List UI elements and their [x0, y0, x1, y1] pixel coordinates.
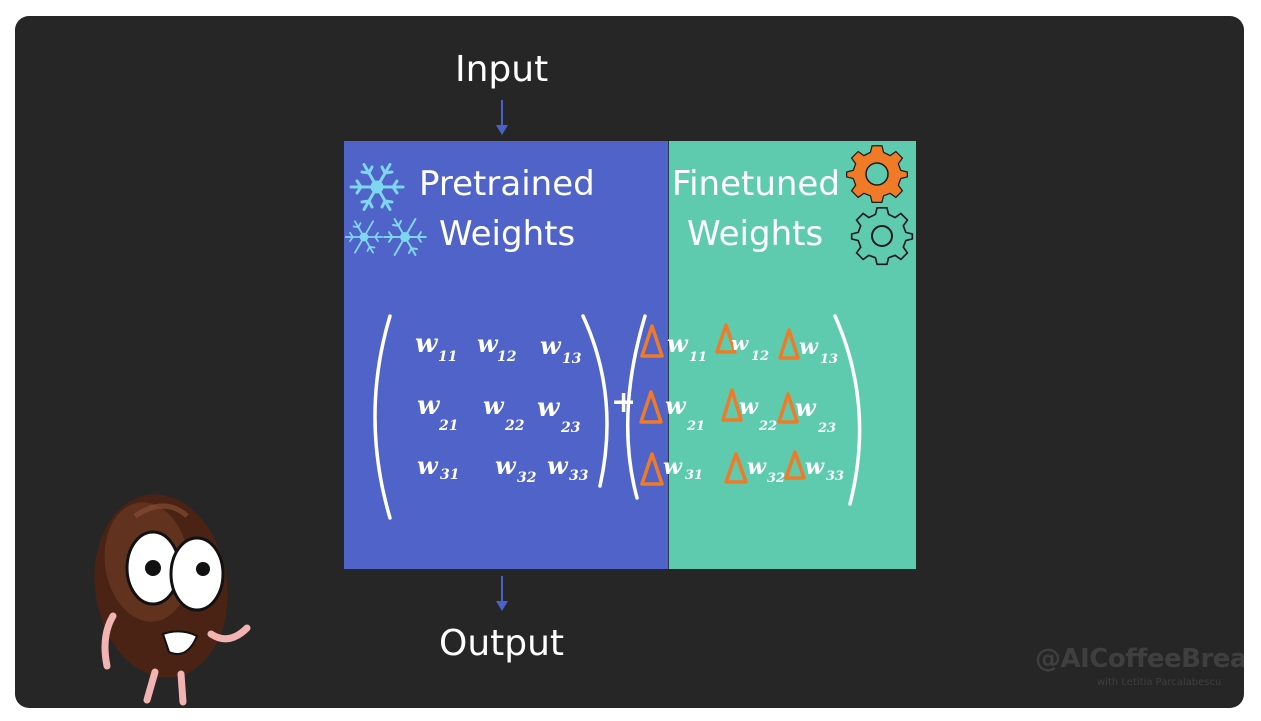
matrix-left-bracket [373, 314, 392, 520]
output-arrow [496, 576, 508, 611]
svg-text:12: 12 [497, 349, 517, 365]
svg-text:23: 23 [817, 421, 836, 436]
svg-text:23: 23 [560, 420, 581, 436]
plus-sign: + [611, 385, 636, 420]
input-arrow [496, 100, 508, 135]
input-label: Input [455, 49, 549, 90]
coffee-bean-mascot [94, 494, 251, 706]
svg-text:21: 21 [438, 418, 458, 434]
snowflake-icon [349, 163, 405, 211]
svg-text:w: w [540, 331, 562, 360]
delta-icon [784, 450, 806, 480]
pretrained-weights-panel [344, 141, 668, 569]
svg-text:w: w [667, 329, 689, 358]
svg-text:w: w [665, 391, 687, 420]
matrix-entry-w23: w23 [537, 393, 581, 436]
delta-entry-w21: w21 [665, 391, 705, 434]
svg-text:33: 33 [569, 468, 589, 484]
svg-text:22: 22 [758, 419, 777, 434]
matrix-entry-w22: w22 [483, 391, 525, 434]
svg-text:32: 32 [767, 471, 785, 486]
finetuned-title-line2: Weights [687, 214, 824, 254]
svg-text:11: 11 [438, 349, 457, 365]
delta-icon [777, 392, 799, 424]
svg-text:32: 32 [517, 470, 537, 486]
gear-icon [846, 145, 908, 203]
svg-text:w: w [739, 394, 759, 420]
delta-entry-w22: w22 [739, 394, 777, 434]
snowflake-icon [383, 217, 427, 257]
svg-text:w: w [537, 393, 561, 423]
finetuned-weights-panel [669, 141, 916, 569]
svg-text:13: 13 [562, 351, 582, 367]
svg-text:w: w [477, 329, 499, 358]
delta-icon [640, 324, 664, 358]
svg-text:w: w [747, 454, 767, 480]
svg-text:12: 12 [751, 349, 769, 364]
panel-divider [668, 141, 669, 569]
svg-text:22: 22 [504, 418, 525, 434]
svg-text:11: 11 [689, 350, 707, 365]
svg-text:31: 31 [440, 467, 459, 483]
finetuned-title-line1: Finetuned [672, 164, 840, 204]
svg-text:w: w [799, 334, 819, 360]
channel-watermark: @AICoffeeBreak [1035, 644, 1244, 674]
delta-icon [724, 452, 748, 484]
delta-icon [721, 388, 743, 422]
svg-text:w: w [415, 329, 439, 359]
delta-matrix-left-bracket [625, 314, 647, 500]
svg-text:w: w [795, 393, 817, 422]
svg-text:w: w [731, 331, 749, 355]
svg-text:w: w [483, 391, 505, 420]
delta-entry-w23: w23 [795, 393, 836, 436]
delta-matrix-right-bracket [833, 314, 862, 506]
output-label: Output [439, 623, 565, 664]
svg-text:w: w [547, 451, 569, 480]
pretrained-weights-title: Pretrained Weights [419, 159, 595, 259]
finetuned-weights-title: Finetuned Weights [672, 159, 840, 259]
svg-text:13: 13 [820, 352, 838, 367]
svg-text:w: w [663, 454, 683, 480]
video-frame: Input Pretrained Weights Finetuned Weigh… [15, 16, 1244, 708]
pretrained-title-line2: Weights [439, 214, 576, 254]
delta-icon [639, 390, 663, 424]
svg-text:21: 21 [686, 419, 705, 434]
pretrained-title-line1: Pretrained [419, 164, 595, 204]
delta-entry-w12: w12 [731, 331, 769, 364]
matrix-right-bracket [581, 314, 609, 488]
snowflake-icon [344, 220, 384, 254]
delta-icon [640, 452, 664, 486]
channel-watermark-subtitle: with Letitia Parcalabescu [1097, 677, 1222, 688]
matrix-entry-w21: w21 [417, 391, 458, 434]
delta-icon [778, 328, 800, 360]
svg-text:w: w [417, 451, 439, 480]
delta-icon [715, 323, 737, 354]
gear-icon [850, 206, 914, 266]
svg-text:w: w [495, 451, 517, 480]
svg-text:w: w [805, 454, 825, 480]
svg-text:31: 31 [685, 468, 703, 483]
svg-text:33: 33 [826, 469, 844, 484]
svg-text:w: w [417, 391, 441, 421]
